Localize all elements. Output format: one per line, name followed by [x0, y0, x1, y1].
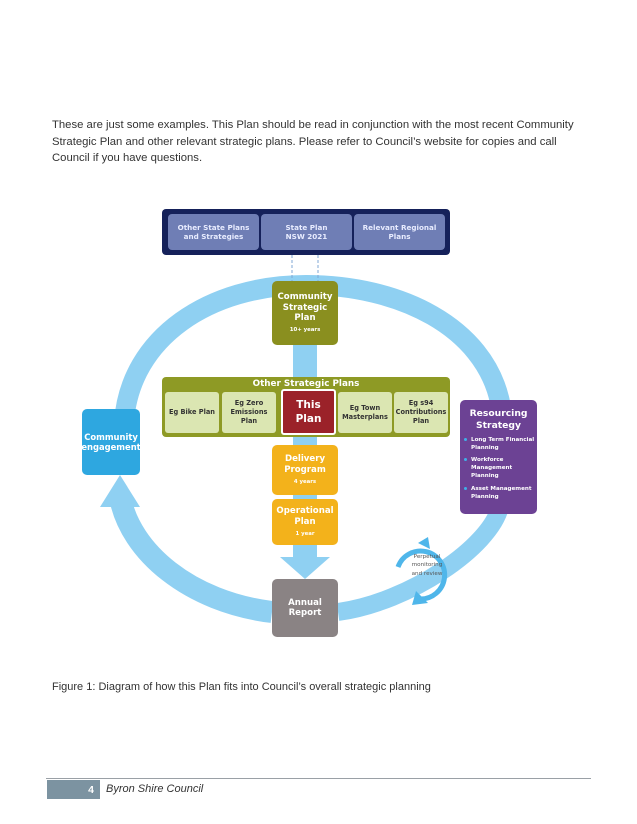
- resourcing-title-line: Strategy: [476, 419, 521, 431]
- osp-item-label: Contributions: [395, 408, 447, 417]
- top-plan-label: State Plan: [285, 222, 328, 232]
- delivery-duration: 4 years: [293, 479, 317, 486]
- bike-plan-box: Eg Bike Plan: [165, 392, 219, 433]
- review-arrowhead-1: [412, 591, 428, 605]
- resourcing-item-label: Workforce Management Planning: [471, 457, 513, 480]
- resourcing-strategy-box: Resourcing Strategy Long Term Financial …: [460, 400, 537, 514]
- osp-item-label: Eg s94: [408, 399, 434, 408]
- perpetual-line: and review: [411, 570, 443, 577]
- osp-item-label: Plan: [412, 416, 430, 425]
- delivery-label: Delivery: [284, 454, 326, 465]
- annual-label: Report: [288, 608, 322, 618]
- town-masterplans-box: Eg Town Masterplans: [338, 392, 392, 433]
- footer-divider: [46, 778, 591, 779]
- osp-item-label: Eg Zero: [234, 399, 264, 408]
- osp-item-label: Emissions: [230, 408, 268, 417]
- figure-caption: Figure 1: Diagram of how this Plan fits …: [52, 681, 431, 693]
- top-plan-label: Other State Plans: [177, 222, 250, 232]
- osp-item-label: Eg Bike Plan: [168, 408, 216, 417]
- operational-label: Plan: [294, 516, 316, 527]
- community-engagement-box: Community engagement: [81, 409, 141, 475]
- resourcing-item: Asset Management Planning: [464, 485, 537, 501]
- resourcing-item: Workforce Management Planning: [464, 456, 537, 480]
- annual-report-box: Annual Report: [272, 579, 338, 637]
- csp-label: Strategic Plan: [282, 302, 328, 323]
- community-label: engagement: [81, 442, 141, 452]
- bullet-icon: [464, 486, 467, 490]
- this-plan-label: This: [296, 398, 321, 411]
- osp-item-label: Plan: [240, 416, 258, 425]
- resourcing-item: Long Term Financial Planning: [464, 436, 537, 452]
- other-strategic-plans-bar: Other Strategic Plans Eg Bike Plan Eg Ze…: [162, 377, 450, 437]
- s94-contributions-plan-box: Eg s94 Contributions Plan: [394, 392, 448, 433]
- perpetual-line: Perpetual: [413, 554, 441, 560]
- resourcing-title-line: Resourcing: [469, 408, 528, 419]
- perpetual-line: monitoring: [411, 562, 443, 569]
- resourcing-list: Long Term Financial Planning Workforce M…: [460, 436, 537, 505]
- community-label: Community: [84, 431, 138, 442]
- osp-item-label: Masterplans: [342, 412, 388, 421]
- strategic-planning-diagram: Other State Plans and Strategies State P…: [80, 207, 540, 647]
- delivery-program-box: Delivery Program 4 years: [272, 445, 338, 495]
- csp-label: Community: [277, 292, 333, 303]
- zero-emissions-plan-box: Eg Zero Emissions Plan: [222, 392, 276, 433]
- top-plan-label: Relevant Regional: [362, 222, 437, 232]
- top-plan-label: Plans: [388, 232, 411, 241]
- operational-plan-box: Operational Plan 1 year: [272, 499, 338, 545]
- community-strategic-plan-box: Community Strategic Plan 10+ years: [272, 281, 338, 345]
- bullet-icon: [464, 458, 467, 462]
- flow-arrowhead: [280, 557, 330, 579]
- top-plan-label: and Strategies: [183, 232, 244, 241]
- resourcing-item-label: Asset Management Planning: [471, 485, 532, 500]
- resourcing-item-label: Long Term Financial Planning: [471, 437, 535, 452]
- top-plan-label: NSW 2021: [285, 232, 328, 241]
- state-regional-plans-bar: Other State Plans and Strategies State P…: [162, 209, 450, 255]
- state-plan-box: State Plan NSW 2021: [261, 214, 352, 250]
- operational-label: Operational: [276, 506, 334, 517]
- regional-plans-box: Relevant Regional Plans: [354, 214, 445, 250]
- csp-duration: 10+ years: [289, 327, 321, 334]
- annual-label: Annual: [288, 597, 322, 608]
- bullet-icon: [464, 438, 467, 441]
- footer-organisation: Byron Shire Council: [106, 783, 204, 795]
- page-number: 4: [47, 780, 100, 799]
- osp-item-label: Eg Town: [349, 403, 381, 412]
- perpetual-review-label: Perpetual monitoring and review: [402, 553, 452, 578]
- operational-duration: 1 year: [295, 531, 315, 538]
- delivery-label: Program: [284, 464, 326, 475]
- cycle-arrowhead-left: [100, 475, 140, 507]
- other-state-plans-box: Other State Plans and Strategies: [168, 214, 259, 250]
- cycle-ring-left: [109, 494, 274, 623]
- resourcing-title: Resourcing Strategy: [470, 408, 528, 431]
- review-arrow-outer: [395, 548, 448, 602]
- review-arrowhead-2: [418, 537, 430, 549]
- intro-paragraph: These are just some examples. This Plan …: [52, 119, 574, 164]
- this-plan-label: Plan: [295, 413, 322, 425]
- this-plan-box: This Plan: [281, 389, 336, 435]
- osp-title: Other Strategic Plans: [252, 379, 360, 389]
